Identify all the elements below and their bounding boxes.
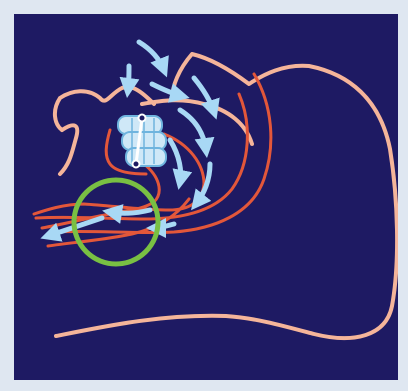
oral-appliance-icon: [118, 115, 166, 168]
arrow-icon: [139, 42, 164, 70]
arrow-icon: [170, 140, 181, 182]
lower-jaw-outline: [60, 125, 77, 174]
arrow-icon: [152, 84, 182, 96]
arrow-icon: [128, 66, 129, 90]
diagram-panel: [14, 14, 398, 380]
arrow-icon: [194, 78, 214, 112]
airway-diagram: [14, 14, 398, 380]
